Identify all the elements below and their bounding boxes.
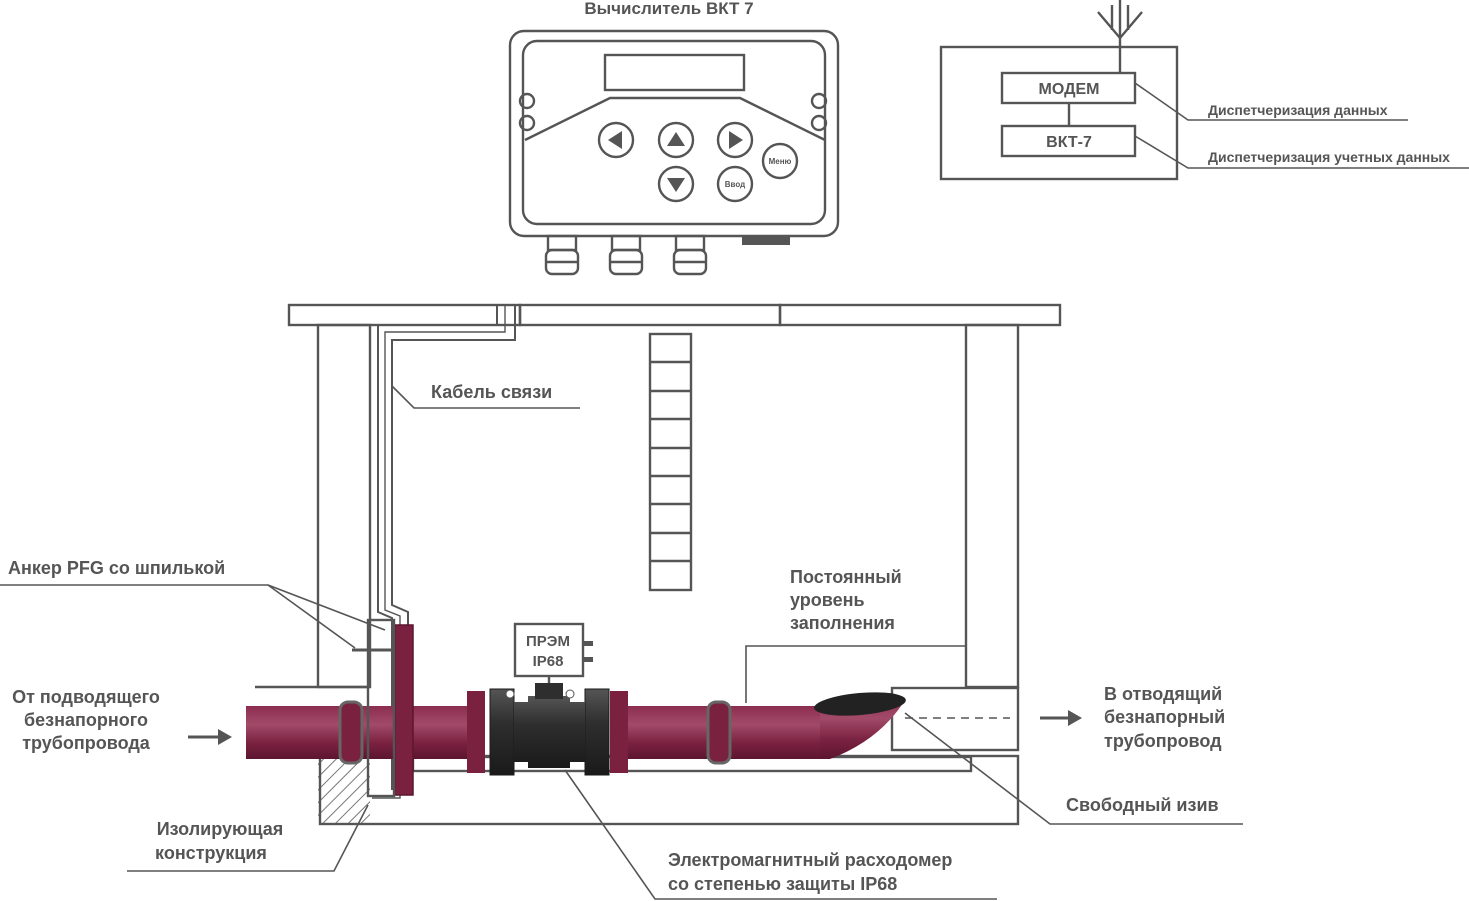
callouts: Кабель связи Анкер PFG со шпилькой От по… (0, 382, 1243, 900)
top-slab (287, 303, 522, 327)
cable-gland (672, 234, 708, 276)
cable-duct-outer (377, 305, 498, 790)
cable-gland (608, 234, 644, 276)
computer-panel (521, 39, 827, 226)
anchor-leader (0, 584, 356, 649)
outlet-channel (890, 686, 1020, 752)
screw-icon (810, 114, 828, 132)
accounting-dispatch-label: Диспетчеризация учетных данных (1208, 149, 1450, 165)
screw-icon (518, 92, 536, 110)
level-leader (745, 645, 966, 703)
up-arrow-button[interactable] (657, 121, 695, 159)
meter-body (514, 696, 585, 768)
bolt-icon (505, 689, 515, 699)
cable-leader (391, 385, 580, 409)
flowmeter-label-2: со степенью защиты IP68 (668, 874, 897, 894)
vkt7-label: ВКТ-7 (1046, 134, 1092, 151)
isolating-label-1: Изолирующая (157, 819, 284, 839)
pipe-coupling (706, 700, 732, 765)
flowmeter-leader (564, 769, 997, 900)
tag-connector (583, 657, 593, 662)
free-bend-label: Свободный изив (1066, 795, 1219, 815)
right-arrow-icon (729, 131, 743, 149)
prem-tag-line1: ПРЭМ (526, 633, 570, 650)
vkt7-box (1000, 124, 1137, 158)
left-wall-lower (318, 756, 370, 824)
right-arrow-button[interactable] (716, 121, 754, 159)
modem-label: МОДЕМ (1039, 81, 1100, 98)
prem-tag-line2: IP68 (533, 653, 564, 670)
pipe-outlet-mouth (814, 692, 906, 716)
cable-gland (544, 234, 580, 276)
pipeline: ПРЭМ IP68 (246, 618, 906, 798)
computer-keypad-bevel (524, 96, 826, 142)
pipe-flange (610, 691, 628, 773)
meter-flange (489, 688, 515, 776)
isolating-label-2: конструкция (155, 843, 267, 863)
inlet-label-2: безнапорного (24, 710, 148, 730)
left-wall (316, 323, 372, 689)
outlet-label-2: безнапорный (1104, 707, 1225, 727)
level-label-3: заполнения (790, 613, 895, 633)
modem-enclosure (939, 45, 1179, 181)
flowmeter-label-1: Электромагнитный расходомер (668, 850, 952, 870)
enter-button-label: Ввод (725, 180, 745, 189)
anchor-flange (394, 624, 414, 796)
pipe-flange (467, 691, 485, 773)
enter-button[interactable]: Ввод (716, 165, 754, 203)
data-dispatch-label: Диспетчеризация данных (1208, 102, 1388, 118)
leader-line (1134, 135, 1469, 169)
floor-slab (318, 754, 1020, 826)
outlet-label-3: трубопровод (1104, 731, 1222, 751)
bolt-icon (565, 689, 575, 699)
cable-label: Кабель связи (431, 382, 552, 402)
computer-display (603, 53, 746, 92)
computer-title: Вычислитель ВКТ 7 (584, 0, 753, 18)
computer-case (508, 29, 840, 238)
ladder (648, 332, 693, 592)
antenna-icon (1097, 0, 1143, 73)
electromagnetic-flowmeter: ПРЭМ IP68 (489, 622, 610, 776)
top-slab (778, 303, 1062, 327)
right-wall (964, 323, 1020, 689)
vkt7-computer: Вычислитель ВКТ 7 Ввод (508, 0, 840, 276)
meter-flange (584, 688, 610, 776)
inlet-label-1: От подводящего (12, 687, 160, 707)
communication-cable (372, 305, 506, 799)
menu-button-label: Меню (769, 157, 792, 166)
left-arrow-icon (608, 131, 622, 149)
inflow-arrow-icon (188, 729, 232, 745)
down-arrow-button[interactable] (657, 165, 695, 203)
isolating-leader (127, 804, 369, 872)
left-arrow-button[interactable] (597, 121, 635, 159)
hatch-opening (518, 303, 782, 327)
anchor-label: Анкер PFG со шпилькой (8, 558, 225, 578)
leader-line (1134, 82, 1408, 121)
screw-icon (518, 114, 536, 132)
level-label-2: уровень (790, 590, 865, 610)
inlet-label-3: трубопровода (22, 733, 151, 753)
level-label-1: Постоянный (790, 567, 902, 587)
free-bend-leader (904, 712, 1243, 825)
tag-connector (583, 641, 593, 646)
menu-button[interactable]: Меню (761, 142, 799, 180)
outlet-label-1: В отводящий (1104, 684, 1222, 704)
down-arrow-icon (667, 178, 685, 192)
pipe-coupling (338, 700, 364, 765)
outflow-arrow-icon (1040, 710, 1082, 726)
modem-block: МОДЕМ ВКТ-7 Диспетчеризация данных Диспе… (939, 0, 1469, 181)
up-arrow-icon (667, 132, 685, 146)
meter-neck (535, 683, 563, 699)
connector-port (742, 236, 790, 245)
screw-icon (810, 92, 828, 110)
anchor-leader-2 (267, 584, 386, 631)
anchor-plate (366, 618, 396, 798)
